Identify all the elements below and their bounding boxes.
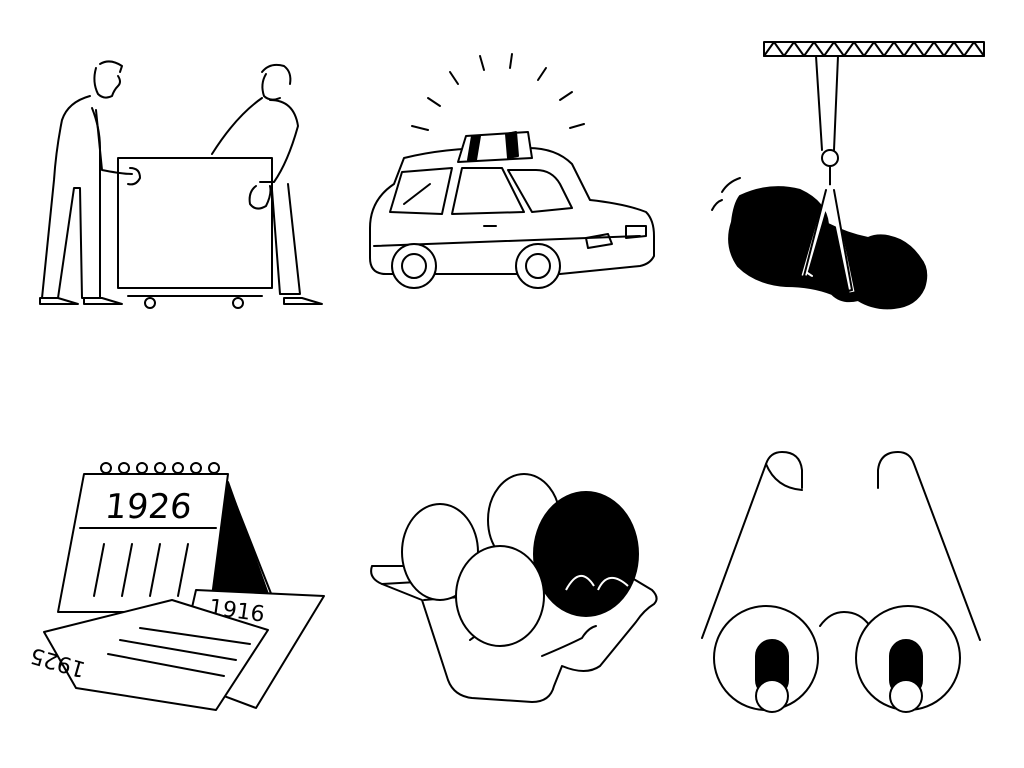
egg-black — [533, 491, 639, 617]
crane-claw-rock-icon — [711, 41, 985, 310]
egg-carton-icon — [370, 473, 658, 703]
calendar-current-year: 1926 — [103, 487, 194, 527]
movers-with-box-icon — [39, 60, 323, 309]
police-car-icon — [369, 53, 655, 289]
glasses-eyes-icon — [701, 451, 981, 713]
egg-white-front — [455, 545, 545, 647]
calendar-years-icon: 1926 1916 1925 — [28, 462, 325, 711]
